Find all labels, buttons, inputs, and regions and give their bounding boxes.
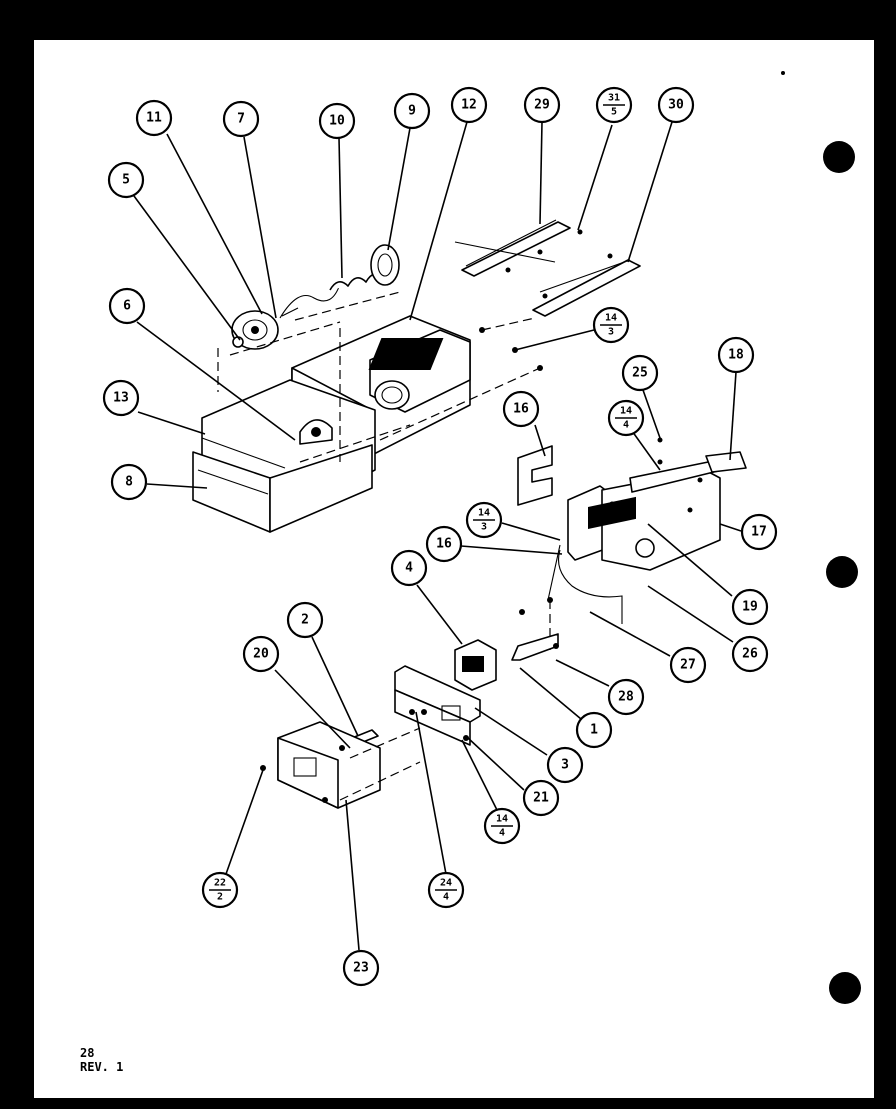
- svg-text:28: 28: [618, 690, 634, 705]
- callout-18: 18: [717, 336, 755, 374]
- callout-22-2: 22 2: [201, 871, 239, 909]
- callout-16-mid: 16: [425, 525, 463, 563]
- svg-text:21: 21: [533, 791, 549, 806]
- auger-grille: [368, 338, 444, 370]
- callout-bubbles: 11 7 10 9 12 29 31 5 30: [102, 86, 778, 987]
- callout-21: 21: [522, 779, 560, 817]
- callout-31-5: 31 5: [595, 86, 633, 124]
- svg-text:31: 31: [608, 93, 620, 104]
- leader-lines: [133, 121, 742, 951]
- svg-text:26: 26: [742, 647, 758, 662]
- svg-text:17: 17: [751, 525, 767, 540]
- svg-text:9: 9: [408, 104, 416, 119]
- paper-background: [34, 40, 874, 1098]
- ice-maker-assembly: [511, 437, 747, 661]
- callout-2: 2: [286, 601, 324, 639]
- callout-5: 5: [107, 161, 145, 199]
- svg-text:30: 30: [668, 98, 684, 113]
- callout-4: 4: [390, 549, 428, 587]
- svg-text:2: 2: [301, 613, 309, 628]
- svg-text:11: 11: [146, 111, 162, 126]
- svg-text:8: 8: [125, 475, 133, 490]
- callout-8: 8: [110, 463, 148, 501]
- svg-text:18: 18: [728, 348, 744, 363]
- callout-3: 3: [546, 746, 584, 784]
- svg-text:16: 16: [436, 537, 452, 552]
- callout-6: 6: [108, 287, 146, 325]
- svg-text:4: 4: [443, 892, 449, 903]
- svg-text:10: 10: [329, 114, 345, 129]
- binder-hole-top: [823, 141, 855, 173]
- callout-14-4-bottom: 14 4: [483, 807, 521, 845]
- callout-29: 29: [523, 86, 561, 124]
- callout-14-4-right: 14 4: [607, 399, 645, 437]
- svg-text:19: 19: [742, 600, 758, 615]
- svg-text:4: 4: [405, 561, 413, 576]
- svg-text:7: 7: [237, 112, 245, 127]
- page-number: 28: [80, 1046, 94, 1060]
- svg-text:16: 16: [513, 402, 529, 417]
- callout-27: 27: [669, 646, 707, 684]
- svg-text:4: 4: [623, 420, 629, 431]
- callout-30: 30: [657, 86, 695, 124]
- svg-text:14: 14: [496, 814, 508, 825]
- binder-hole-middle: [826, 556, 858, 588]
- svg-text:25: 25: [632, 366, 648, 381]
- svg-text:5: 5: [611, 107, 617, 118]
- svg-text:27: 27: [680, 658, 696, 673]
- callout-20: 20: [242, 635, 280, 673]
- svg-text:3: 3: [481, 522, 487, 533]
- binder-hole-bottom: [829, 972, 861, 1004]
- svg-text:3: 3: [561, 758, 569, 773]
- svg-text:12: 12: [461, 98, 477, 113]
- svg-text:29: 29: [534, 98, 550, 113]
- dispenser-housing-assembly: [260, 639, 497, 809]
- callout-7: 7: [222, 100, 260, 138]
- revision-label: REV. 1: [80, 1060, 123, 1074]
- callout-24-4: 24 4: [427, 871, 465, 909]
- callout-14-3-top: 14 3: [592, 306, 630, 344]
- svg-text:6: 6: [123, 299, 131, 314]
- svg-text:5: 5: [122, 173, 130, 188]
- callout-10: 10: [318, 102, 356, 140]
- callout-16-top: 16: [502, 390, 540, 428]
- callout-23: 23: [342, 949, 380, 987]
- callout-9: 9: [393, 92, 431, 130]
- svg-text:1: 1: [590, 723, 598, 738]
- svg-text:14: 14: [620, 406, 632, 417]
- callout-25: 25: [621, 354, 659, 392]
- svg-text:13: 13: [113, 391, 129, 406]
- callout-13: 13: [102, 379, 140, 417]
- callout-1: 1: [575, 711, 613, 749]
- svg-text:2: 2: [217, 892, 223, 903]
- svg-text:14: 14: [478, 508, 490, 519]
- callout-28: 28: [607, 678, 645, 716]
- svg-text:14: 14: [605, 313, 617, 324]
- callout-19: 19: [731, 588, 769, 626]
- callout-17: 17: [740, 513, 778, 551]
- callout-14-3-mid: 14 3: [465, 501, 503, 539]
- rail-parts: [454, 219, 641, 317]
- svg-text:22: 22: [214, 878, 226, 889]
- svg-text:23: 23: [353, 961, 369, 976]
- speck: [781, 71, 785, 75]
- callout-26: 26: [731, 635, 769, 673]
- svg-text:3: 3: [608, 327, 614, 338]
- callout-12: 12: [450, 86, 488, 124]
- svg-text:24: 24: [440, 878, 452, 889]
- ice-bucket-assembly: [192, 244, 543, 533]
- callout-11: 11: [135, 99, 173, 137]
- svg-text:4: 4: [499, 828, 505, 839]
- svg-text:20: 20: [253, 647, 269, 662]
